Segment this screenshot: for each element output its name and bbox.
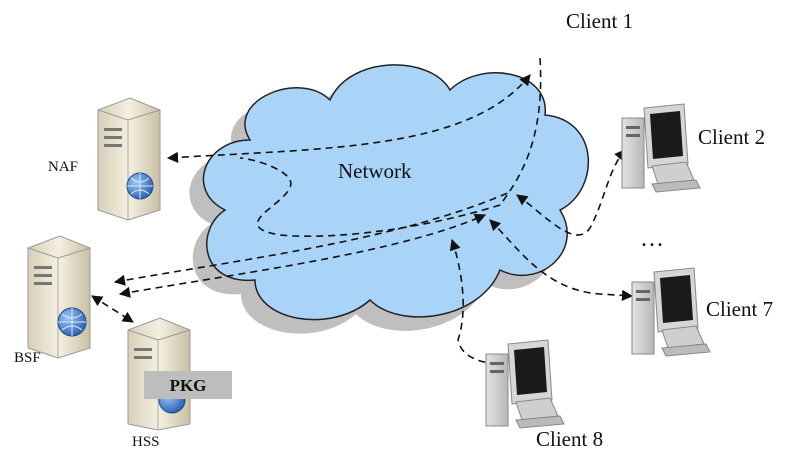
bsf-label: BSF xyxy=(14,350,41,366)
client2-label: Client 2 xyxy=(698,125,765,149)
link-naf-client1 xyxy=(166,74,531,163)
client1-label: Client 1 xyxy=(566,9,633,33)
hss-label: HSS xyxy=(132,434,160,450)
link-client7 xyxy=(489,219,634,301)
link-bsf-lower xyxy=(118,213,487,298)
client7-label: Client 7 xyxy=(706,297,773,321)
pkg-box xyxy=(144,371,232,399)
ellipsis-label: … xyxy=(640,226,664,252)
network-label: Network xyxy=(338,159,412,183)
naf-label: NAF xyxy=(48,159,78,175)
pkg-label: PKG xyxy=(170,376,207,395)
client2-computer-icon xyxy=(621,103,701,193)
bsf-server-icon xyxy=(27,235,91,359)
link-bsf-hss xyxy=(91,295,134,323)
client7-computer-icon xyxy=(631,267,711,357)
naf-server-icon xyxy=(97,97,161,221)
client8-computer-icon xyxy=(485,339,565,429)
link-client8 xyxy=(449,238,502,370)
client8-label: Client 8 xyxy=(536,427,603,451)
